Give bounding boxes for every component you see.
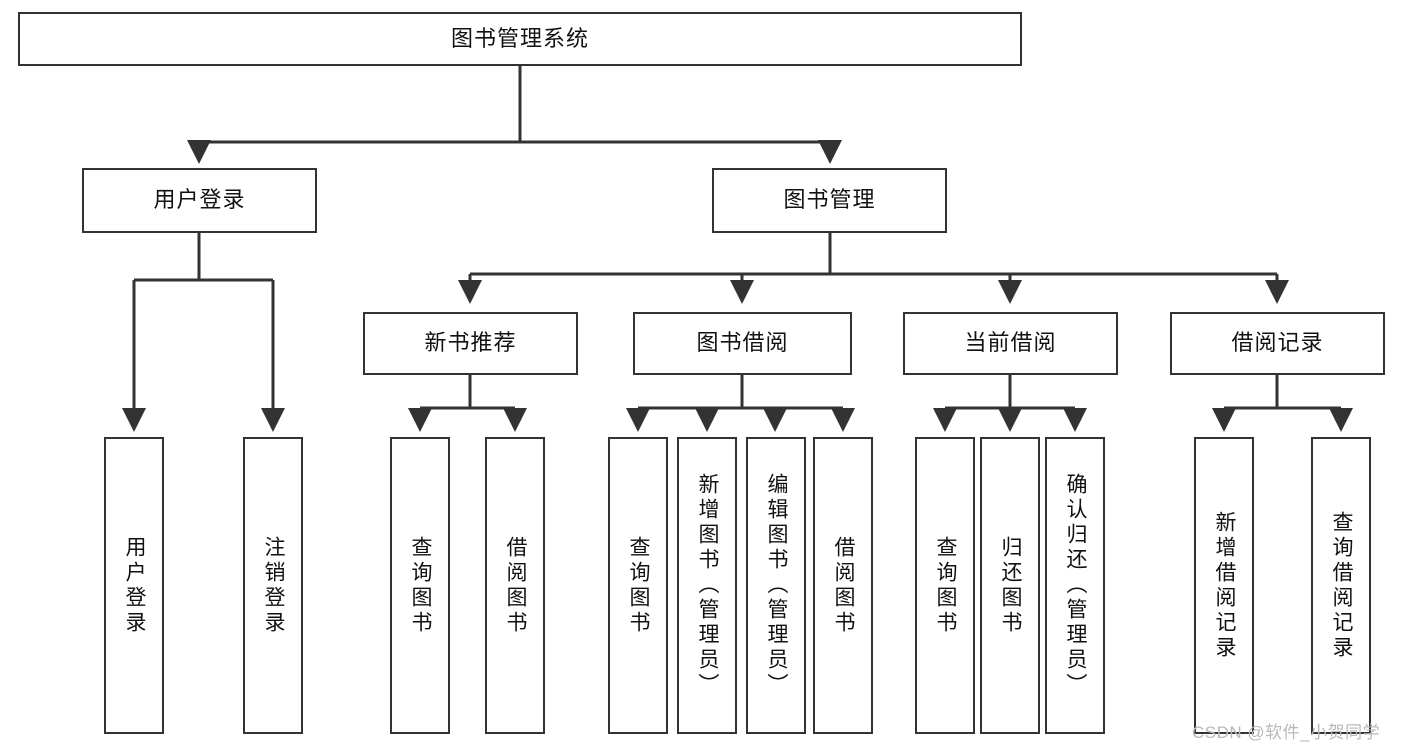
- watermark: CSDN @软件_小贺同学: [1192, 723, 1381, 742]
- node-label: 查询图书: [627, 535, 650, 636]
- node-label: 查询借阅记录: [1330, 510, 1353, 661]
- node-book-management[interactable]: 图书管理: [712, 168, 947, 233]
- leaf-return-book[interactable]: 归还图书: [980, 437, 1040, 734]
- leaf-borrow-book[interactable]: 借阅图书: [813, 437, 873, 734]
- leaf-logout[interactable]: 注销登录: [243, 437, 303, 734]
- node-label: 当前借阅: [964, 330, 1057, 356]
- leaf-add-book-admin[interactable]: 新增图书（管理员）: [677, 437, 737, 734]
- node-label: 新书推荐: [424, 330, 517, 356]
- leaf-confirm-return-admin[interactable]: 确认归还（管理员）: [1045, 437, 1105, 734]
- node-label: 借阅记录: [1231, 330, 1324, 356]
- node-user-login[interactable]: 用户登录: [82, 168, 317, 233]
- node-label: 查询图书: [409, 535, 432, 636]
- node-book-borrow[interactable]: 图书借阅: [633, 312, 852, 375]
- leaf-query-book-borrow[interactable]: 查询图书: [608, 437, 668, 734]
- node-label: 图书管理: [783, 187, 876, 213]
- node-borrow-record[interactable]: 借阅记录: [1170, 312, 1385, 375]
- node-label: 编辑图书（管理员）: [765, 473, 788, 698]
- node-label: 图书管理系统: [450, 25, 589, 51]
- node-root-system[interactable]: 图书管理系统: [18, 12, 1022, 66]
- node-label: 归还图书: [999, 535, 1022, 636]
- node-label: 新增借阅记录: [1213, 510, 1236, 661]
- leaf-query-borrow-record[interactable]: 查询借阅记录: [1311, 437, 1371, 734]
- node-label: 借阅图书: [504, 535, 527, 636]
- node-label: 查询图书: [934, 535, 957, 636]
- leaf-borrow-book-recommend[interactable]: 借阅图书: [485, 437, 545, 734]
- node-current-borrow[interactable]: 当前借阅: [903, 312, 1118, 375]
- leaf-user-login[interactable]: 用户登录: [104, 437, 164, 734]
- node-label: 用户登录: [153, 187, 246, 213]
- node-label: 用户登录: [123, 535, 146, 636]
- leaf-query-book-recommend[interactable]: 查询图书: [390, 437, 450, 734]
- node-label: 确认归还（管理员）: [1064, 473, 1087, 698]
- node-label: 借阅图书: [832, 535, 855, 636]
- node-label: 新增图书（管理员）: [696, 473, 719, 698]
- node-label: 注销登录: [262, 535, 285, 636]
- node-new-book-recommend[interactable]: 新书推荐: [363, 312, 578, 375]
- node-label: 图书借阅: [696, 330, 789, 356]
- leaf-add-borrow-record[interactable]: 新增借阅记录: [1194, 437, 1254, 734]
- leaf-edit-book-admin[interactable]: 编辑图书（管理员）: [746, 437, 806, 734]
- leaf-query-book-current[interactable]: 查询图书: [915, 437, 975, 734]
